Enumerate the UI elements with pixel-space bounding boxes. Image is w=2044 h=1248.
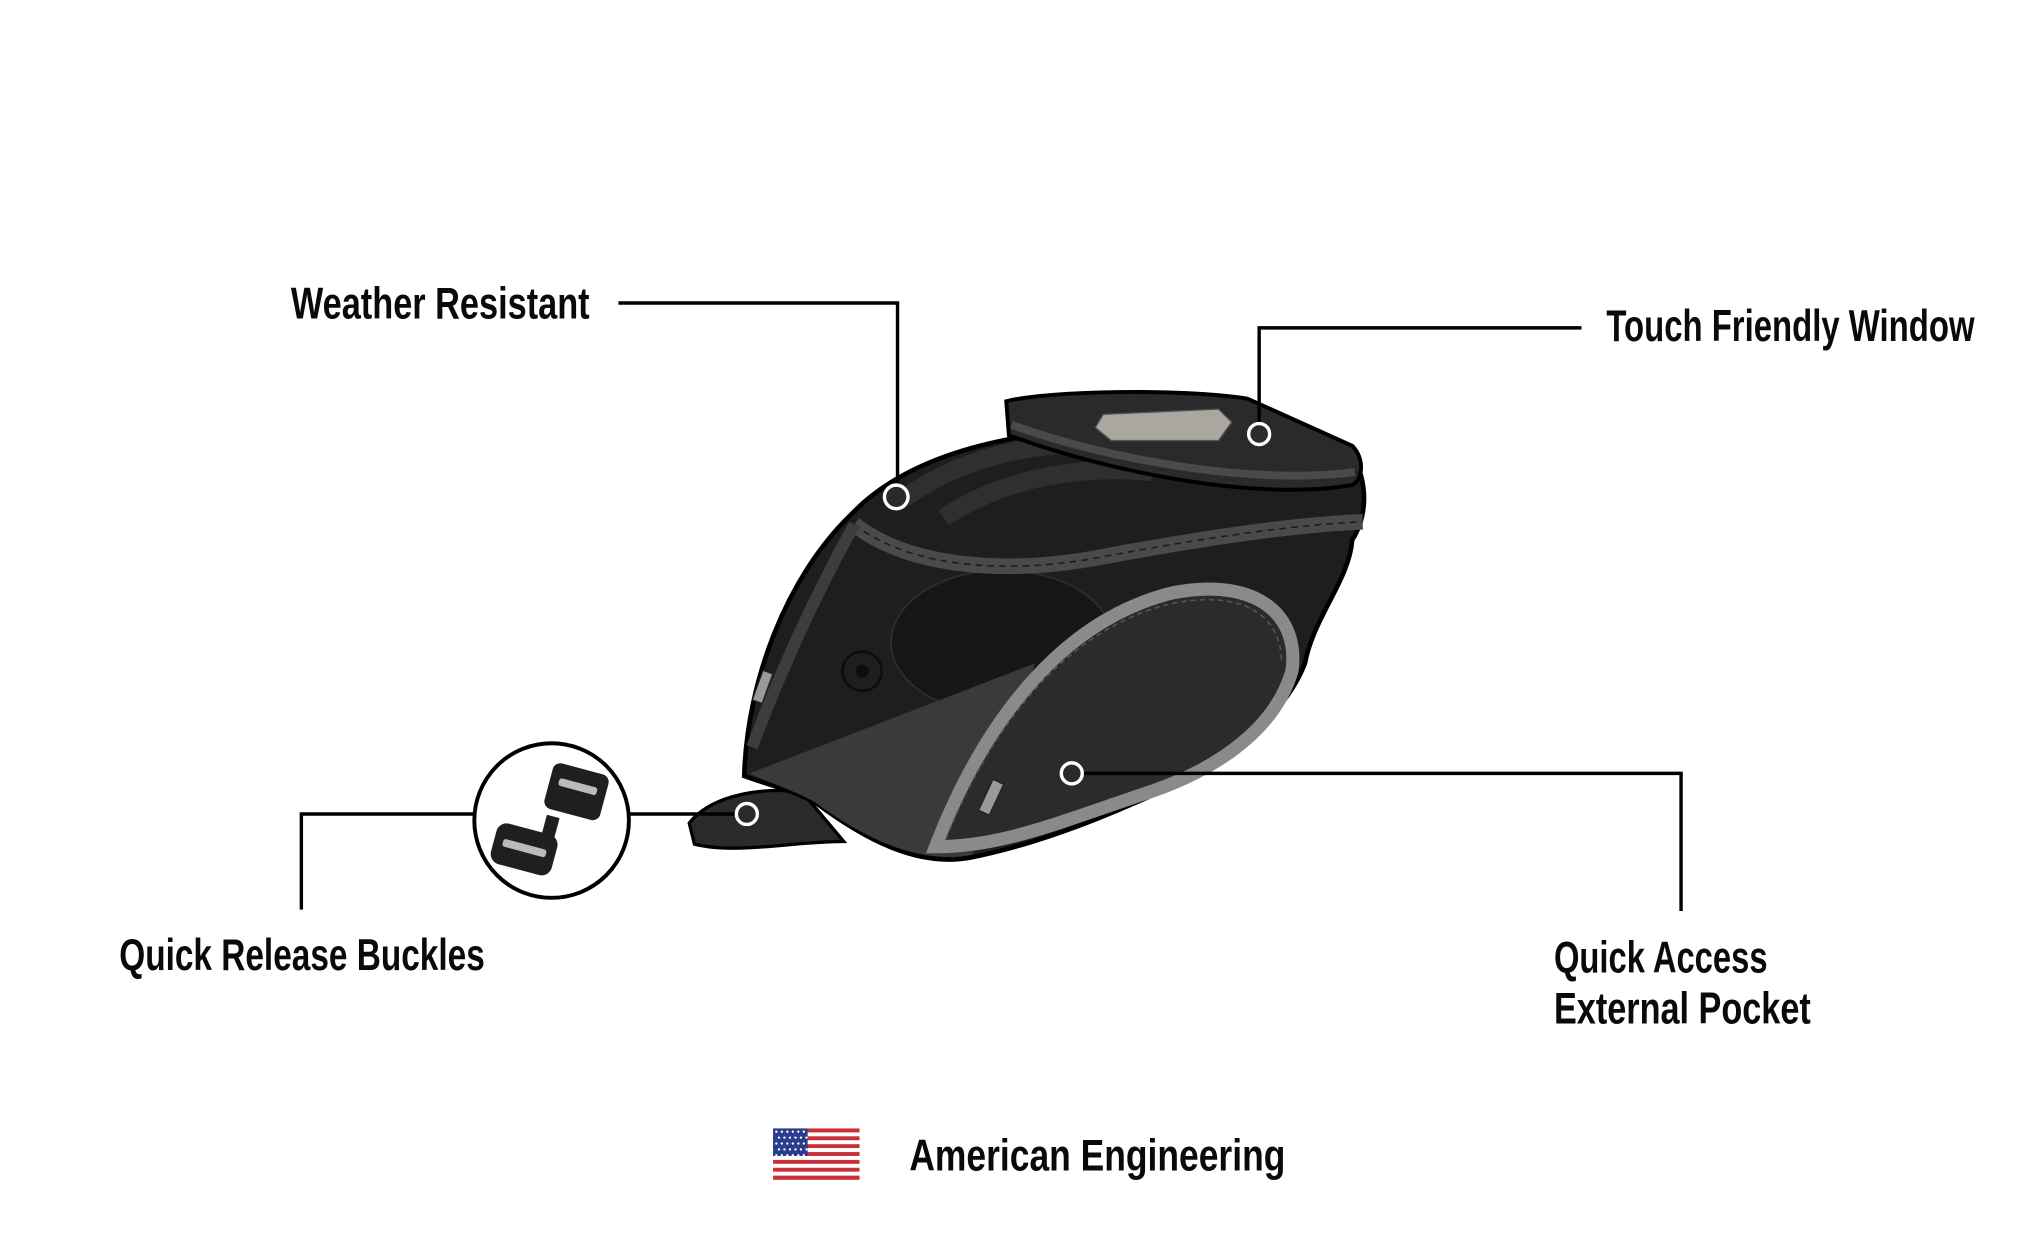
flag-star <box>805 1136 808 1139</box>
pocket-callout-dot <box>1059 761 1084 786</box>
buckles-label-leader-line <box>299 812 475 910</box>
bag-external-pocket <box>925 582 1300 854</box>
flag-star <box>780 1154 784 1157</box>
touch-friendly-window-label: Touch Friendly Window <box>1606 302 1974 351</box>
brand-logo-center <box>855 664 869 678</box>
buckle-male-icon <box>490 814 560 876</box>
flag-star <box>775 1142 778 1145</box>
flag-star <box>783 1148 786 1151</box>
flag-star <box>797 1130 800 1133</box>
flag-star <box>780 1142 784 1145</box>
external-pocket-label: External Pocket <box>1554 985 1811 1034</box>
flag-canton <box>773 1128 808 1156</box>
bag-strap <box>687 788 848 850</box>
pocket-leader-line <box>1083 771 1683 911</box>
flag-star <box>802 1130 806 1133</box>
flag-star <box>791 1142 795 1145</box>
weather-callout-dot <box>882 483 910 511</box>
flag-star <box>775 1130 778 1133</box>
seam-stitching <box>853 521 1363 567</box>
flag-star <box>791 1130 795 1133</box>
flag-stripe <box>773 1136 860 1141</box>
flag-star <box>794 1136 797 1139</box>
flag-star <box>805 1148 808 1151</box>
flag-star <box>777 1148 781 1151</box>
flag-star <box>783 1136 786 1139</box>
flag-stripe <box>773 1128 860 1133</box>
flag-stripe <box>773 1167 860 1172</box>
flag-star <box>799 1136 803 1139</box>
quick-access-label: Quick Access <box>1554 934 1768 983</box>
flag-star <box>777 1136 781 1139</box>
flag-stripe <box>773 1163 860 1169</box>
flag-star <box>802 1154 806 1157</box>
flag-stripe <box>773 1144 860 1149</box>
flag-stripe <box>773 1140 860 1145</box>
weather-resistant-label: Weather Resistant <box>291 280 590 329</box>
flag-star <box>788 1136 792 1139</box>
us-flag-icon <box>773 1128 860 1180</box>
buckle-callout-dot <box>734 801 760 827</box>
touch-window <box>1094 408 1233 442</box>
zipper-pull <box>751 669 774 705</box>
flag-star <box>788 1148 792 1151</box>
flag-star <box>786 1130 789 1133</box>
flag-star <box>802 1142 806 1145</box>
brand-logo-icon <box>841 650 884 693</box>
flag-star <box>775 1154 778 1157</box>
flag-star <box>786 1154 789 1157</box>
touch-callout-dot <box>1246 421 1272 447</box>
flag-stripe <box>773 1171 860 1176</box>
quick-release-buckles-label: Quick Release Buckles <box>119 931 485 980</box>
american-engineering-label: American Engineering <box>909 1131 1285 1180</box>
flag-stripe <box>773 1152 860 1157</box>
flag-stripe <box>773 1159 860 1165</box>
flag-star <box>780 1130 784 1133</box>
flag-star <box>791 1154 795 1157</box>
touch-leader-line <box>1257 326 1582 423</box>
flag-stripe <box>773 1155 860 1161</box>
flag-stripe <box>773 1132 860 1137</box>
flag-stripe <box>773 1175 860 1180</box>
flag-star <box>797 1154 800 1157</box>
buckle-female-icon <box>544 763 609 821</box>
weather-leader-line <box>618 301 900 483</box>
flag-stripe <box>773 1148 860 1153</box>
flag-star <box>797 1142 800 1145</box>
pocket-stitching <box>945 598 1283 840</box>
bag-left-edge-band <box>746 521 860 750</box>
buckle-inset <box>472 741 631 900</box>
tank-bag-illustration <box>687 389 1367 862</box>
zipper-pull <box>977 778 1005 817</box>
flag-star <box>786 1142 789 1145</box>
flag-star <box>794 1148 797 1151</box>
flag-star <box>799 1148 803 1151</box>
lid-band <box>1010 421 1356 480</box>
